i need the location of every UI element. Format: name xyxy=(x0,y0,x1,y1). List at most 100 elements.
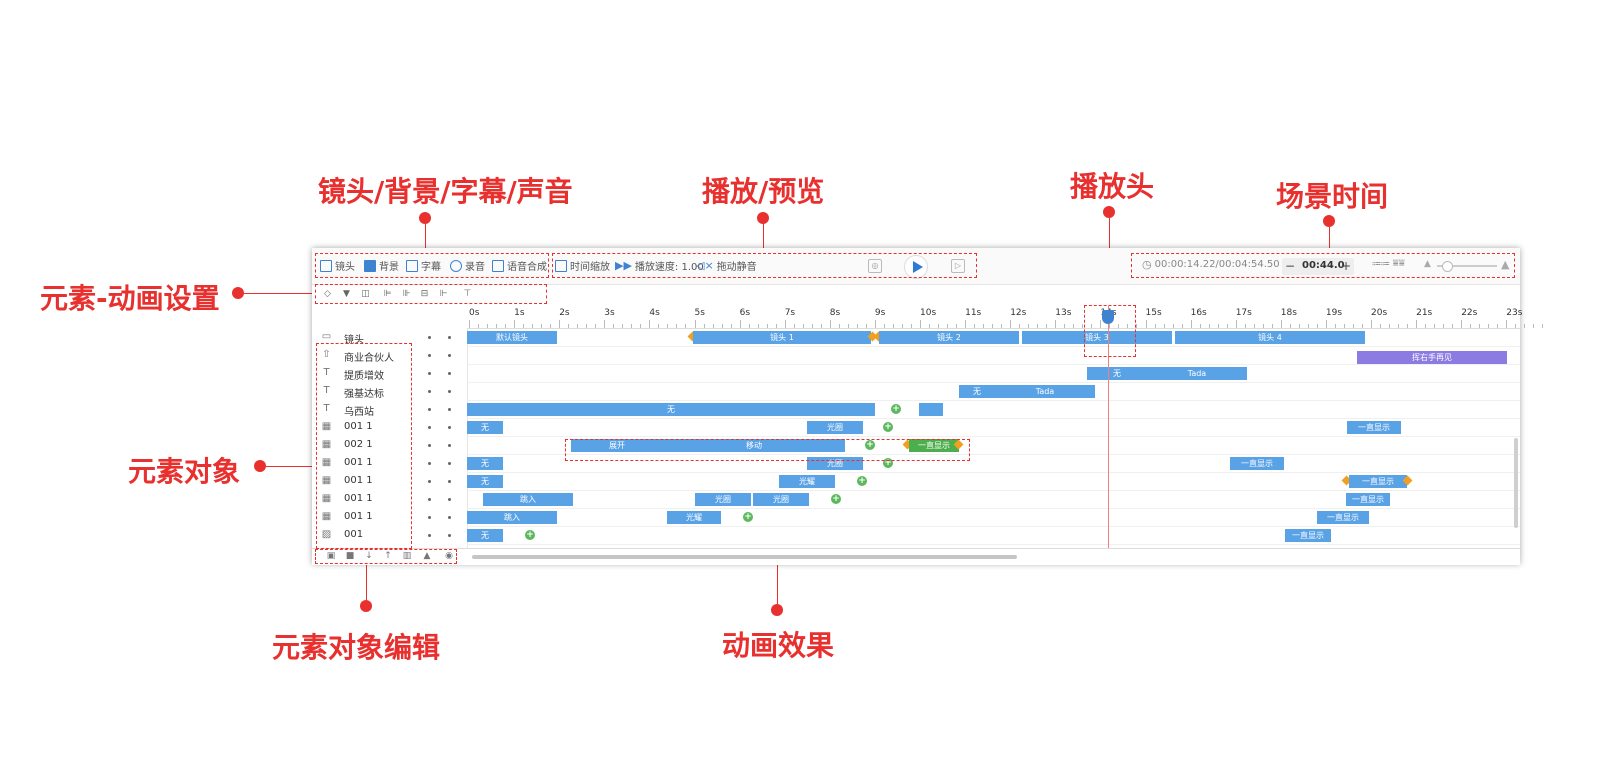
lens-button[interactable]: 镜头 xyxy=(320,258,355,273)
time-zoom-button[interactable]: 时间缩放 xyxy=(555,258,610,273)
anim-clip[interactable]: 一直显示 xyxy=(1346,493,1390,506)
move-up-icon[interactable]: ↑ xyxy=(384,551,392,561)
visibility-toggle[interactable] xyxy=(428,516,431,519)
record-button[interactable]: 录音 xyxy=(450,258,485,273)
lens-clip[interactable]: 镜头 1 xyxy=(693,331,871,344)
anim-clip[interactable]: 一直显示 xyxy=(1317,511,1369,524)
anim-clip[interactable]: 无 xyxy=(467,421,503,434)
keyframe-icon[interactable]: ◇ xyxy=(324,289,331,299)
anim-clip[interactable]: 光耀 xyxy=(667,511,721,524)
lock-toggle[interactable] xyxy=(448,372,451,375)
next-preview-button[interactable]: ▷ xyxy=(951,259,965,273)
align-right-icon[interactable]: ⊪ xyxy=(402,289,411,299)
anim-clip[interactable]: 一直显示 xyxy=(1349,475,1407,488)
add-animation-icon[interactable]: + xyxy=(865,440,875,450)
element-row[interactable]: ⇧商业合伙人 xyxy=(312,346,467,364)
background-button[interactable]: 背景 xyxy=(364,258,399,273)
lock-toggle[interactable] xyxy=(448,354,451,357)
add-animation-icon[interactable]: + xyxy=(883,422,893,432)
visibility-toggle[interactable] xyxy=(428,426,431,429)
add-animation-icon[interactable]: + xyxy=(831,494,841,504)
element-row[interactable]: ▨001 xyxy=(312,526,467,544)
prev-preview-button[interactable]: ◎ xyxy=(868,259,882,273)
add-animation-icon[interactable]: + xyxy=(743,512,753,522)
zoom-slider-handle[interactable] xyxy=(1442,261,1453,272)
visibility-toggle[interactable] xyxy=(428,498,431,501)
align-center-icon[interactable]: ⊟ xyxy=(420,289,429,299)
anim-clip[interactable]: 一直显示 xyxy=(1347,421,1401,434)
visibility-toggle[interactable] xyxy=(428,390,431,393)
anim-clip[interactable]: 无 xyxy=(467,457,503,470)
delete-icon[interactable]: ▥ xyxy=(402,551,412,561)
filter-icon[interactable]: ▼ xyxy=(343,289,350,299)
lens-clip[interactable]: 默认镜头 xyxy=(467,331,557,344)
wave-clip[interactable]: 挥右手再见 xyxy=(1357,351,1507,364)
subtitle-button[interactable]: 字幕 xyxy=(406,258,441,273)
voice-synth-button[interactable]: 语音合成 xyxy=(492,258,547,273)
anim-clip[interactable]: 无 xyxy=(467,529,503,542)
visibility-toggle[interactable] xyxy=(428,480,431,483)
lock-toggle[interactable] xyxy=(448,534,451,537)
element-row[interactable]: ▦001 1 xyxy=(312,472,467,490)
increase-duration-button[interactable]: + xyxy=(1340,259,1352,273)
vertical-scrollbar[interactable] xyxy=(1514,438,1518,528)
anim-clip[interactable]: Tada xyxy=(1147,367,1247,380)
anim-clip[interactable]: 无 xyxy=(1087,367,1147,380)
visibility-toggle[interactable] xyxy=(428,408,431,411)
anim-clip[interactable]: 无 xyxy=(959,385,995,398)
visibility-toggle[interactable] xyxy=(428,372,431,375)
visibility-toggle[interactable] xyxy=(428,534,431,537)
drag-mute-button[interactable]: ◁× 拖动静音 xyxy=(696,258,757,273)
add-animation-icon[interactable]: + xyxy=(857,476,867,486)
move-down-icon[interactable]: ↓ xyxy=(365,551,373,561)
playhead-handle[interactable] xyxy=(1102,310,1114,324)
anim-clip-selected[interactable]: 一直显示 xyxy=(909,439,959,452)
lock-toggle[interactable] xyxy=(448,516,451,519)
play-speed-button[interactable]: ▶▶ 播放速度: 1.00 xyxy=(615,258,704,273)
eye-icon[interactable]: ◉ xyxy=(445,551,453,561)
lens-clip[interactable]: 镜头 3 xyxy=(1022,331,1172,344)
select-icon[interactable]: ◫ xyxy=(361,289,370,299)
add-animation-icon[interactable]: + xyxy=(883,458,893,468)
lock-toggle[interactable] xyxy=(448,426,451,429)
time-ruler[interactable]: 0s1s2s3s4s5s6s7s8s9s10s11s12s13s14s15s16… xyxy=(467,306,1544,329)
lock-toggle[interactable] xyxy=(448,390,451,393)
anim-clip[interactable]: 光耀 xyxy=(779,475,835,488)
add-element-icon[interactable]: ▣ xyxy=(326,551,336,561)
scene-duration-stepper[interactable]: − 00:44.0 + xyxy=(1282,258,1354,275)
visibility-toggle[interactable] xyxy=(428,354,431,357)
horizontal-scrollbar[interactable] xyxy=(472,555,1017,559)
anim-clip[interactable]: 一直显示 xyxy=(1285,529,1331,542)
anim-clip[interactable]: 无 xyxy=(467,475,503,488)
ruler-toggle[interactable]: ⩴⩴ ⩸⩸ xyxy=(1372,258,1405,269)
lock-toggle[interactable] xyxy=(448,408,451,411)
distribute-icon[interactable]: ⊩ xyxy=(439,289,448,299)
anim-clip[interactable]: 光圈 xyxy=(753,493,809,506)
anim-clip[interactable]: 展开 xyxy=(571,439,663,452)
anim-clip[interactable] xyxy=(919,403,943,416)
folder-icon[interactable]: ■ xyxy=(345,551,355,561)
element-row[interactable]: ▦001 1 xyxy=(312,418,467,436)
lock-toggle[interactable] xyxy=(448,462,451,465)
lock-toggle[interactable] xyxy=(448,444,451,447)
playhead-line[interactable] xyxy=(1108,306,1109,564)
visibility-toggle[interactable] xyxy=(428,336,431,339)
play-button[interactable] xyxy=(904,255,928,279)
add-animation-icon[interactable]: + xyxy=(891,404,901,414)
anim-clip[interactable]: 无 xyxy=(467,403,875,416)
align-top-icon[interactable]: ⊤ xyxy=(463,289,472,299)
zoom-slider-track[interactable] xyxy=(1437,265,1497,267)
lens-clip[interactable]: 镜头 4 xyxy=(1175,331,1365,344)
anim-clip[interactable]: Tada xyxy=(995,385,1095,398)
visibility-toggle[interactable] xyxy=(428,444,431,447)
anim-clip[interactable]: 光圈 xyxy=(695,493,751,506)
element-row[interactable]: ▭镜头 xyxy=(312,328,467,346)
lock-toggle[interactable] xyxy=(448,480,451,483)
lock-toggle[interactable] xyxy=(448,498,451,501)
decrease-duration-button[interactable]: − xyxy=(1284,259,1296,273)
element-row[interactable]: ▦002 1 xyxy=(312,436,467,454)
anim-clip[interactable]: 跳入 xyxy=(467,511,557,524)
